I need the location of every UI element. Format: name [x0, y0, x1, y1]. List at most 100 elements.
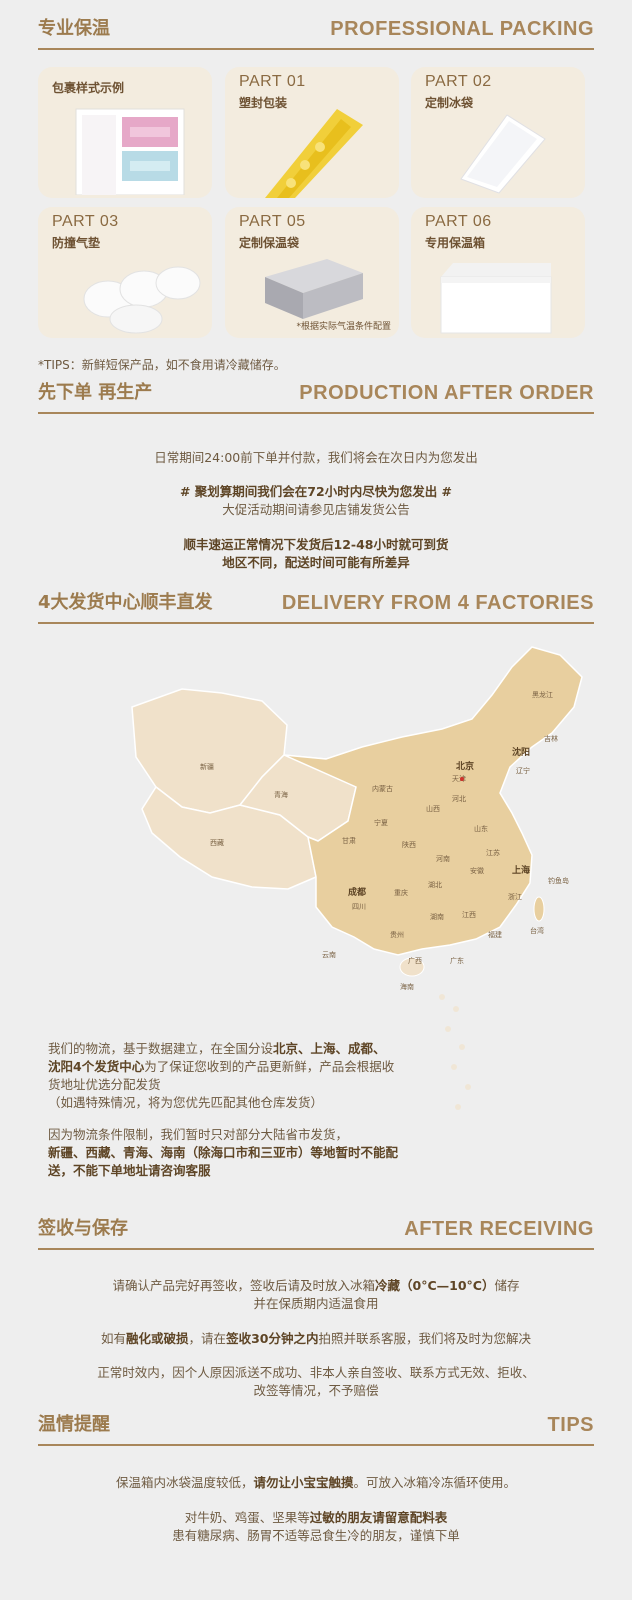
receiving-line1-a: 请确认产品完好再签收，签收后请及时放入冰箱 — [112, 1278, 376, 1293]
card-part: PART 05 — [239, 213, 306, 230]
card-note: *根据实际气温条件配置 — [296, 322, 391, 332]
production-line5: 地区不同，配送时间可能有所差异 — [222, 555, 410, 570]
production-title-en: PRODUCTION AFTER ORDER — [299, 382, 594, 404]
sealed-wrap-illustration — [265, 109, 363, 198]
delivery-title-cn: 4大发货中心顺丰直发 — [38, 592, 213, 613]
receiving-line3-b: 融化或破损 — [126, 1331, 189, 1346]
label-henan: 河南 — [436, 854, 450, 863]
packing-header: 专业保温 PROFESSIONAL PACKING — [38, 14, 594, 50]
packing-card-part06: PART 06 专用保温箱 — [411, 207, 585, 338]
production-line2: # 聚划算期间我们会在72小时内尽快为您发出 # — [179, 484, 453, 499]
tips-line1-a: 保温箱内冰袋温度较低， — [115, 1475, 254, 1490]
production-line3: 大促活动期间请参见店铺发货公告 — [222, 502, 410, 517]
region-main — [283, 646, 583, 956]
label-hainan: 海南 — [400, 982, 414, 991]
receiving-line4: 正常时效内，因个人原因派送不成功、非本人亲自签收、联系方式无效、拒收、 — [97, 1365, 535, 1380]
label-shaanxi: 陕西 — [402, 840, 416, 849]
packing-title-en: PROFESSIONAL PACKING — [330, 18, 594, 40]
label-jiangsu: 江苏 — [486, 848, 500, 857]
air-cushion-illustration — [83, 266, 201, 334]
ice-pack-illustration — [460, 114, 546, 194]
card-part: PART 01 — [239, 73, 306, 90]
receiving-title-en: AFTER RECEIVING — [404, 1218, 594, 1240]
region-taiwan — [533, 896, 545, 922]
para2-text-a: 因为物流条件限制，我们暂时只对部分大陆省市发货， — [48, 1127, 349, 1142]
label-guangdong: 广东 — [450, 956, 464, 965]
tips-title-en: TIPS — [547, 1414, 594, 1436]
receiving-line5: 改签等情况，不予赔偿 — [253, 1383, 379, 1398]
label-yunnan: 云南 — [322, 950, 336, 959]
card-label: 防撞气垫 — [52, 236, 101, 250]
receiving-line1-b: 冷藏（0°C—10°C） — [375, 1278, 495, 1293]
packing-title-cn: 专业保温 — [38, 18, 110, 39]
label-xinjiang: 新疆 — [200, 762, 214, 771]
package-example-illustration — [75, 108, 185, 195]
card-label: 专用保温箱 — [425, 236, 486, 250]
label-xizang: 西藏 — [210, 838, 224, 847]
delivery-header: 4大发货中心顺丰直发 DELIVERY FROM 4 FACTORIES — [38, 588, 594, 624]
beijing-star-icon — [460, 777, 464, 781]
production-title-cn: 先下单 再生产 — [38, 382, 153, 403]
receiving-line3: 如有融化或破损，请在签收30分钟之内拍照并联系客服，我们将及时为您解决 — [0, 1328, 632, 1347]
tips-line1-c: 。可放入冰箱冷冻循环使用。 — [353, 1475, 517, 1490]
china-map: 新疆 西藏 青海 黑龙江 吉林 辽宁 天津 河北 内蒙古 山西 山东 宁夏 甘肃… — [131, 646, 583, 1110]
receiving-header: 签收与保存 AFTER RECEIVING — [38, 1214, 594, 1250]
label-jiangxi: 江西 — [462, 911, 476, 919]
label-ningxia: 宁夏 — [374, 818, 388, 827]
card-label: 包裹样式示例 — [52, 81, 125, 95]
tips-line2-a: 对牛奶、鸡蛋、坚果等 — [184, 1510, 310, 1525]
receiving-line3-c: ，请在 — [188, 1331, 227, 1346]
tips-title-cn: 温情提醒 — [38, 1414, 110, 1435]
receiving-line2: 并在保质期内适温食用 — [253, 1296, 379, 1311]
label-zhejiang: 浙江 — [508, 892, 522, 901]
receiving-line3-a: 如有 — [101, 1331, 127, 1346]
para1-text-d: （如遇特殊情况，将为您优先匹配其他仓库发货） — [48, 1095, 324, 1110]
receiving-line1: 请确认产品完好再签收，签收后请及时放入冰箱冷藏（0°C—10°C）储存 — [0, 1275, 632, 1294]
delivery-para2: 因为物流条件限制，我们暂时只对部分大陆省市发货， 新疆、西藏、青海、海南（除海口… — [48, 1126, 398, 1180]
label-shanxi: 山西 — [426, 804, 440, 813]
label-gansu: 甘肃 — [342, 836, 356, 845]
card-label: 定制保温袋 — [239, 236, 300, 250]
label-hubei: 湖北 — [428, 880, 442, 889]
tips-line3: 患有糖尿病、肠胃不适等忌食生冷的朋友，谨慎下单 — [172, 1528, 460, 1543]
insulated-bag-illustration — [265, 259, 363, 319]
para1-text-c: 为了保证您收到的产品更新鲜，产品会根据收货地址优选分配发货 — [48, 1059, 395, 1092]
label-shenyang: 沈阳 — [512, 746, 530, 758]
production-line1: 日常期间24:00前下单并付款，我们将会在次日内为您发出 — [154, 450, 478, 465]
label-shanghai: 上海 — [512, 864, 530, 876]
region-xizang — [141, 785, 317, 890]
packing-card-example: 包裹样式示例 — [38, 67, 212, 198]
packing-card-part01: PART 01 塑封包装 — [225, 67, 399, 198]
para2-text-b: 新疆、西藏、青海、海南（除海口市和三亚市）等地暂时不能配送，不能下单地址请咨询客… — [48, 1145, 399, 1178]
label-beijing: 北京 — [456, 760, 474, 772]
label-taiwan: 台湾 — [530, 926, 544, 935]
foam-box-illustration — [440, 263, 552, 334]
label-diaoyudao: 钓鱼岛 — [548, 876, 569, 885]
region-hainan — [399, 957, 425, 977]
delivery-para1: 我们的物流，基于数据建立，在全国分设北京、上海、成都、沈阳4个发货中心为了保证您… — [48, 1040, 398, 1112]
label-hunan: 湖南 — [430, 912, 444, 921]
delivery-title-en: DELIVERY FROM 4 FACTORIES — [281, 592, 594, 614]
tips-line1: 保温箱内冰袋温度较低，请勿让小宝宝触摸。可放入冰箱冷冻循环使用。 — [0, 1472, 632, 1491]
production-line4: 顺丰速运正常情况下发货后12-48小时就可到货 — [183, 537, 449, 552]
label-liaoning: 辽宁 — [516, 766, 530, 775]
card-part: PART 06 — [425, 213, 492, 230]
label-anhui: 安徽 — [470, 866, 484, 875]
label-chongqing: 重庆 — [394, 888, 408, 897]
card-part: PART 03 — [52, 213, 119, 230]
label-qinghai: 青海 — [274, 790, 288, 799]
label-shandong: 山东 — [474, 824, 488, 833]
label-guizhou: 贵州 — [390, 930, 404, 939]
label-tianjin: 天津 — [452, 775, 466, 783]
receiving-line3-e: 拍照并联系客服，我们将及时为您解决 — [318, 1331, 531, 1346]
tips-header: 温情提醒 TIPS — [38, 1410, 594, 1446]
packing-tips: *TIPS：新鲜短保产品，如不食用请冷藏储存。 — [38, 358, 286, 372]
tips-line1-b: 请勿让小宝宝触摸 — [253, 1475, 354, 1490]
label-heilongjiang: 黑龙江 — [532, 690, 553, 699]
card-label: 定制冰袋 — [425, 96, 474, 110]
label-hebei: 河北 — [452, 795, 466, 803]
tips-line2: 对牛奶、鸡蛋、坚果等过敏的朋友请留意配料表 — [0, 1507, 632, 1526]
receiving-line3-d: 签收30分钟之内 — [226, 1331, 319, 1346]
production-header: 先下单 再生产 PRODUCTION AFTER ORDER — [38, 378, 594, 414]
card-part: PART 02 — [425, 73, 492, 90]
